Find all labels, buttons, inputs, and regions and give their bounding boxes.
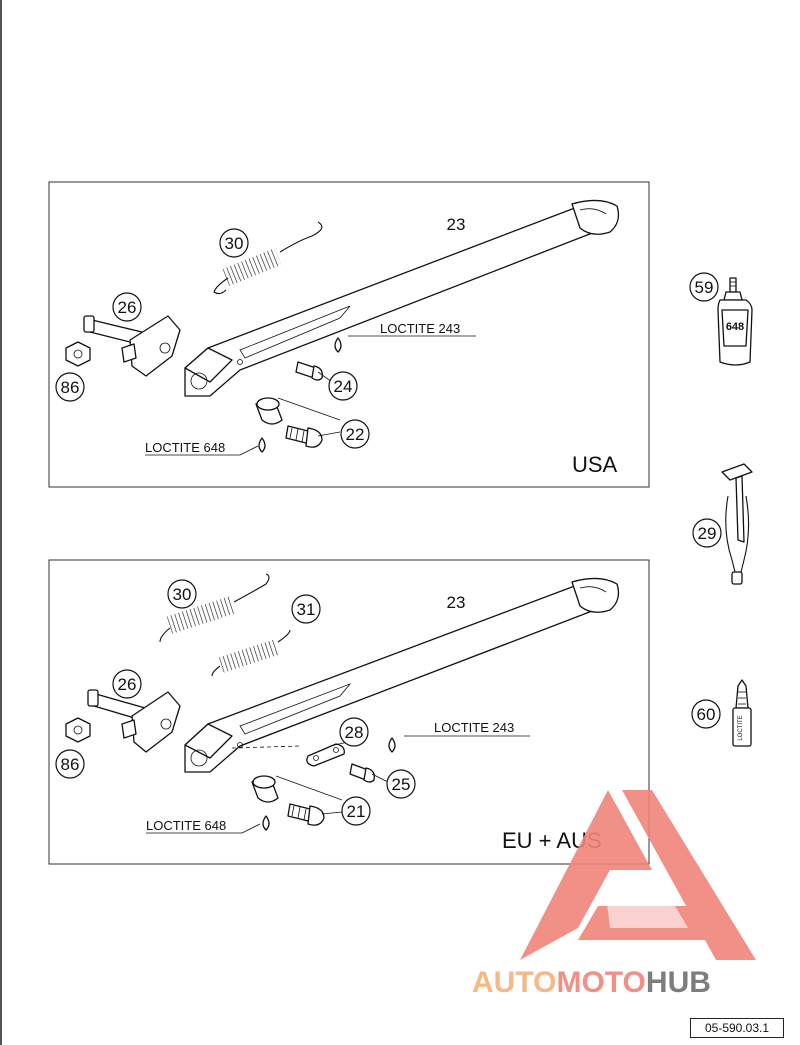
- svg-text:25: 25: [392, 775, 411, 794]
- eu-panel-frame: [48, 559, 650, 865]
- callout-25-eu: 25: [386, 769, 416, 799]
- svg-text:86: 86: [61, 755, 80, 774]
- watermark-auto: AUTOMOTOHUB: [472, 966, 711, 999]
- leader-dashed-eu: [231, 745, 301, 749]
- leader-loctite-648-eu: [146, 823, 261, 834]
- loctite-648-label-usa: LOCTITE 648: [145, 440, 225, 455]
- callout-28-eu: 28: [339, 717, 369, 747]
- reference-code: 05-590.03.1: [690, 1018, 784, 1038]
- puller-tool-29: 29: [692, 463, 753, 585]
- svg-text:86: 86: [61, 378, 80, 397]
- pivot-bolt-26-eu: [87, 689, 181, 753]
- automotohub-watermark: AUTOMOTOHUB: [472, 790, 756, 999]
- loctite-648-label-eu: LOCTITE 648: [146, 818, 226, 833]
- callout-86-usa: 86: [55, 372, 85, 402]
- spring-31-eu: [211, 629, 291, 677]
- callout-24-usa: 24: [328, 371, 358, 401]
- svg-text:31: 31: [297, 600, 316, 619]
- svg-text:26: 26: [118, 675, 137, 694]
- callout-26-eu: 26: [112, 669, 142, 699]
- spring-30-eu: [159, 573, 270, 643]
- screw-24-usa: [295, 361, 323, 381]
- side-stand-leg-eu: [184, 577, 620, 773]
- label-23-usa: 23: [447, 215, 466, 234]
- bolt-22-usa: [285, 425, 323, 448]
- callout-22-usa: 22: [340, 419, 370, 449]
- svg-text:22: 22: [346, 425, 365, 444]
- tube-label-text: LOCTITE: [738, 715, 744, 740]
- svg-text:30: 30: [225, 234, 244, 253]
- callout-86-eu: 86: [55, 749, 85, 779]
- label-23-eu: 23: [447, 593, 466, 612]
- svg-text:26: 26: [118, 298, 137, 317]
- svg-text:60: 60: [697, 705, 716, 724]
- leader-22-bolt: [317, 431, 341, 437]
- loctite-tube-60: LOCTITE 60: [691, 679, 752, 747]
- usa-panel-frame: [48, 181, 650, 488]
- loctite-243-label-eu: LOCTITE 243: [434, 720, 514, 735]
- bottle-label-text: 648: [726, 321, 744, 333]
- nut-86-usa: [65, 341, 91, 367]
- callout-31-eu: 31: [291, 594, 321, 624]
- plate-28-eu: [306, 743, 345, 767]
- leader-21-bushing: [275, 775, 343, 801]
- loctite-drop-648-eu: [262, 815, 270, 831]
- loctite-bottle-59: 648 59: [689, 272, 753, 366]
- callout-26-usa: 26: [112, 292, 142, 322]
- callout-30-eu: 30: [167, 579, 197, 609]
- leader-25: [371, 773, 389, 783]
- loctite-drop-243-eu: [388, 737, 396, 753]
- loctite-drop-648-usa: [258, 437, 266, 453]
- bushing-22-usa: [255, 397, 283, 425]
- loctite-drop-243-usa: [334, 337, 342, 353]
- svg-text:30: 30: [173, 585, 192, 604]
- page-border: [0, 0, 2, 1045]
- svg-text:29: 29: [698, 524, 717, 543]
- callout-30-usa: 30: [219, 228, 249, 258]
- svg-text:59: 59: [695, 278, 714, 297]
- leader-loctite-648-usa: [145, 445, 259, 456]
- svg-text:28: 28: [345, 723, 364, 742]
- callout-21-eu: 21: [341, 796, 371, 826]
- spring-30-usa: [213, 221, 323, 295]
- svg-text:21: 21: [347, 802, 366, 821]
- leader-21-bolt: [321, 811, 343, 815]
- usa-panel: 30 23 26 86 24 22 LOCTITE 243 LOCTITE 64…: [48, 181, 650, 488]
- pivot-bolt-26-usa: [83, 315, 181, 377]
- bushing-21-eu: [251, 775, 279, 803]
- region-label-usa: USA: [572, 452, 618, 477]
- eu-panel: 30 31 23 26 86 28 25 21 LOCTITE 243 LOCT…: [48, 559, 650, 865]
- loctite-243-label-usa: LOCTITE 243: [380, 321, 460, 336]
- side-stand-leg-usa: [184, 199, 620, 397]
- bolt-21-eu: [287, 803, 325, 826]
- svg-text:24: 24: [334, 377, 353, 396]
- nut-86-eu: [65, 717, 91, 743]
- leader-22-bushing: [277, 397, 341, 421]
- screw-25-eu: [349, 763, 375, 783]
